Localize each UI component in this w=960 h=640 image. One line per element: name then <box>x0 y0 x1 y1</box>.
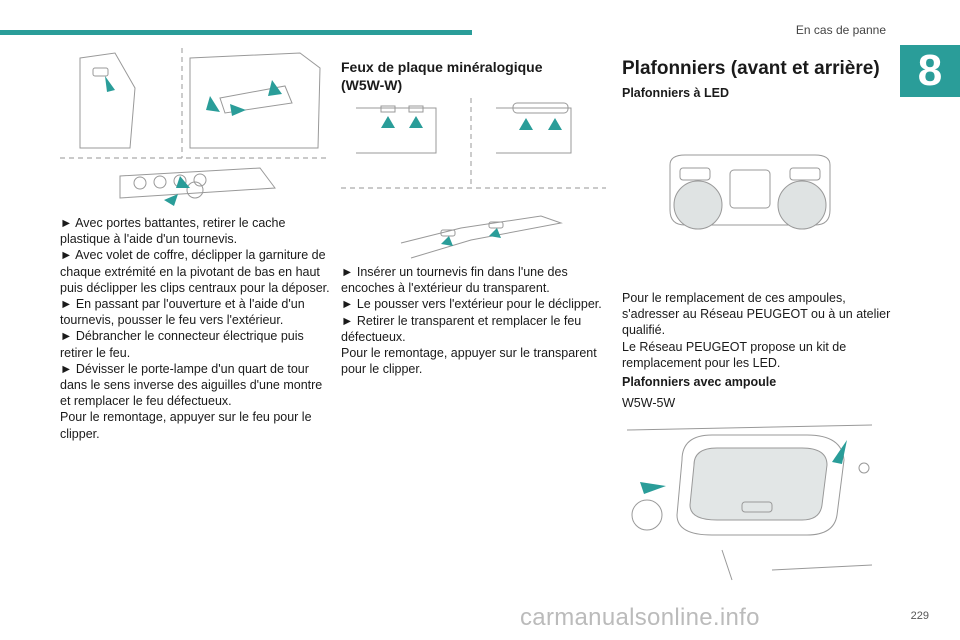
col2-instructions: ► Insérer un tournevis fin dans l'une de… <box>341 264 606 377</box>
ceiling-light-title: Plafonniers (avant et arrière) <box>622 58 880 79</box>
instruction-step: ► En passant par l'ouverture et à l'aide… <box>60 297 305 328</box>
col3-led-text: Pour le remplacement de ces ampoules, s'… <box>622 290 892 371</box>
bulb-type: W5W-5W <box>622 396 676 410</box>
instruction-step: ► Avec portes battantes, retirer le cach… <box>60 216 286 247</box>
instruction-step: ► Avec volet de coffre, déclipper la gar… <box>60 248 330 295</box>
page-number: 229 <box>910 610 929 622</box>
rear-light-illustration <box>60 48 330 206</box>
instruction-step: ► Retirer le transparent et remplacer le… <box>341 313 582 344</box>
bulb-ceiling-light-illustration <box>626 424 873 581</box>
bulb-heading: Plafonniers avec ampoule <box>622 375 777 389</box>
instruction-step: ► Le pousser vers l'extérieur pour le dé… <box>341 297 602 312</box>
plate-light-title: Feux de plaque minéralogique (W5W-W) <box>341 59 543 93</box>
paragraph: Le Réseau PEUGEOT propose un kit de remp… <box>622 339 847 370</box>
header-accent-bar <box>0 30 472 35</box>
instruction-step: Pour le remontage, appuyer sur le feu po… <box>60 410 312 441</box>
instruction-step: ► Insérer un tournevis fin dans l'une de… <box>341 265 568 296</box>
paragraph: Pour le remplacement de ces ampoules, s'… <box>622 291 891 338</box>
instruction-step: Pour le remontage, appuyer sur le transp… <box>341 346 597 377</box>
watermark: carmanualsonline.info <box>520 604 760 631</box>
section-title: En cas de panne <box>795 23 886 37</box>
col1-instructions: ► Avec portes battantes, retirer le cach… <box>60 215 330 442</box>
instruction-step: ► Dévisser le porte-lampe d'un quart de … <box>60 361 323 409</box>
instruction-step: ► Débrancher le connecteur électrique pu… <box>60 329 304 360</box>
led-heading: Plafonniers à LED <box>622 86 729 100</box>
led-ceiling-light-illustration <box>669 154 831 230</box>
chapter-badge: 8 <box>900 45 960 97</box>
plate-light-illustration <box>341 98 606 259</box>
